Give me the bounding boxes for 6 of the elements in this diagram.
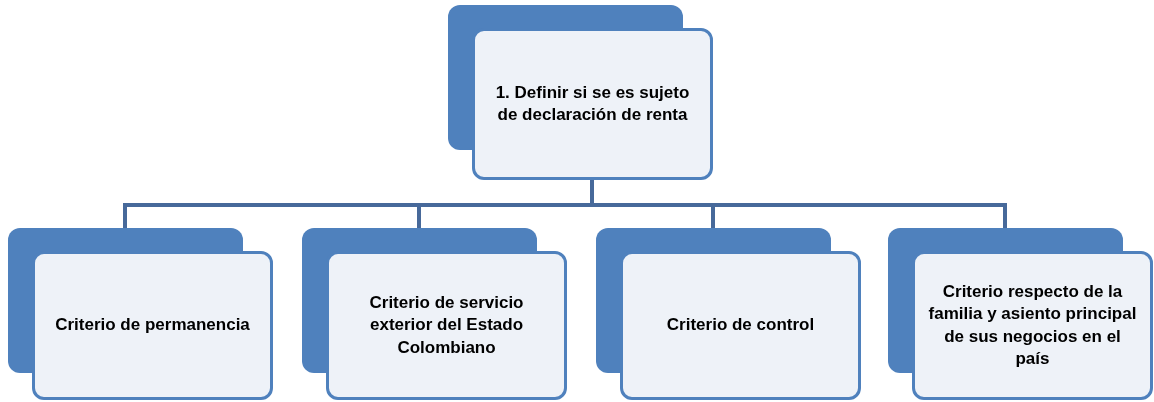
box-text: Criterio de permanencia xyxy=(55,314,250,337)
box-text: Criterio de control xyxy=(666,314,815,337)
box-text: Criterio de servicio exterior del Estado Colombiano xyxy=(368,292,525,359)
connector-line xyxy=(590,180,1007,228)
box-text: 1. Definir si se es sujeto de declaración de renta xyxy=(494,81,691,126)
box-text: Criterio respecto de la familia y asiento principal de sus negocios en el país xyxy=(927,281,1138,370)
